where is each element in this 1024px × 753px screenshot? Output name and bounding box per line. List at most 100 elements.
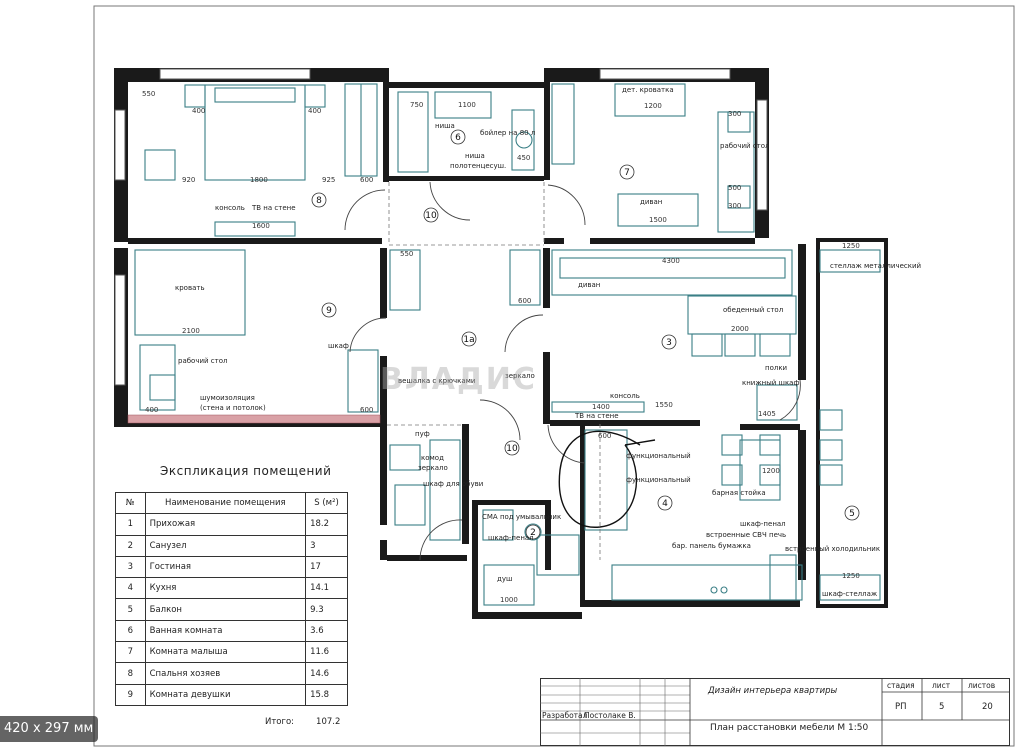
label-shoe: шкаф для обуви [423,480,483,488]
cell-area: 15.8 [305,683,348,706]
label-ovens: встроенные СВЧ печь [706,531,786,539]
cell-num: 1 [115,513,146,536]
room-number-10: 10 [425,211,437,221]
room-number-7: 7 [624,168,630,178]
sheet-title: План расстановки мебели М 1:50 [710,723,869,733]
label-bookcase: книжный шкаф [742,379,799,387]
total-value: 107.2 [316,717,341,727]
dim-500b: 500 [728,184,741,192]
furniture-labels: консоль ТВ на стене дет. кроватка рабочи… [175,86,921,598]
room-markers: 8 6 7 10 9 1a 3 10 2 4 5 [311,129,860,540]
label-noise: шумоизоляция [200,394,255,402]
label-puf: пуф [415,430,430,438]
cell-name: Комната малыша [144,641,307,664]
dim-1600: 1600 [252,222,270,230]
cell-name: Комната девушки [144,683,307,706]
cell-area: 3.6 [305,619,348,643]
sheet-number: 5 [939,702,945,712]
watermark: ВЛАДИС [380,362,537,397]
cell-area: 9.3 [305,598,348,621]
table-header-row: № Наименование помещения S (м²) [115,491,348,515]
room-number-2: 2 [530,528,536,538]
label-sofa-7: диван [640,198,662,206]
dim-600b: 600 [518,297,531,305]
dashed-lines [387,182,601,560]
room-number-1a: 1a [463,335,474,345]
cell-num: 2 [115,534,146,557]
dim-1400: 1400 [592,403,610,411]
label-zerkalo: зеркало [418,464,448,472]
paper-size-badge: 420 x 297 мм [0,716,98,742]
room-number-1b: 10 [506,444,518,454]
dim-925: 925 [322,176,335,184]
room-number-8: 8 [316,196,322,206]
label-towel: полотенцесуш. [450,162,506,170]
label-tv-3: ТВ на стене [574,412,619,420]
cell-name: Санузел [144,534,307,557]
furniture [134,83,881,606]
label-bed-child: дет. кроватка [622,86,674,94]
cell-name: Балкон [144,598,307,621]
label-niche-2: ниша [465,152,485,160]
room-number-5: 5 [849,509,855,519]
label-console: консоль [215,204,245,212]
bed-9 [134,249,246,336]
label-tv-wall: ТВ на стене [251,204,296,212]
label-shelves: полки [765,364,787,372]
dim-550: 550 [142,90,155,98]
cell-name: Ванная комната [144,619,307,643]
dimension-labels: 550 400 400 920 1800 925 600 1600 750 11… [142,90,860,604]
dim-550b: 550 [400,250,413,258]
header-number: № [115,491,146,515]
dim-600: 600 [360,176,373,184]
label-balcony-shelf: стеллаж металлический [830,262,921,270]
cell-area: 18.2 [305,513,348,536]
label-balcony-shelf-2: шкаф-стеллаж [822,590,878,598]
label-niche-1: ниша [435,122,455,130]
dim-450: 450 [517,154,530,162]
label-kitchen-fun-2: функциональный [626,476,691,484]
dim-400a: 400 [192,107,205,115]
room-number-9: 9 [326,306,332,316]
dim-2100: 2100 [182,327,200,335]
dim-300a: 300 [728,110,741,118]
label-barpanel: бар. панель бумажка [672,542,751,550]
sheet-frame [93,5,1015,747]
dim-750: 750 [410,101,423,109]
header-area: S (м²) [305,491,348,515]
label-shower: душ [497,575,512,583]
header-name: Наименование помещения [144,491,307,515]
project-title: Дизайн интерьера квартиры [708,686,838,696]
dim-1000: 1000 [500,596,518,604]
cell-area: 14.1 [305,577,348,600]
cell-area: 3 [305,534,348,557]
title-block-grid [540,678,1010,746]
cell-num: 5 [115,598,146,621]
room-number-3: 3 [666,338,672,348]
cell-area: 11.6 [305,641,348,664]
stage-value: РП [895,702,907,712]
label-hanger: вешалка с крючками [398,377,475,385]
dim-4300: 4300 [662,257,680,265]
dim-1250b: 1250 [842,572,860,580]
cell-num: 6 [115,619,146,643]
cell-num: 4 [115,577,146,600]
total-row: Итого:107.2 [265,717,340,727]
dim-600c: 600 [360,406,373,414]
cell-area: 14.6 [305,662,348,685]
windows [114,68,768,386]
dim-2000: 2000 [731,325,749,333]
cell-name: Прихожая [144,513,307,536]
sheets-total: 20 [982,702,993,712]
label-pencil: шкаф-пенал [740,520,786,528]
cell-num: 3 [115,555,146,579]
cell-num: 9 [115,683,146,706]
label-console-3: консоль [610,392,640,400]
sheets-label: листов [968,681,996,690]
